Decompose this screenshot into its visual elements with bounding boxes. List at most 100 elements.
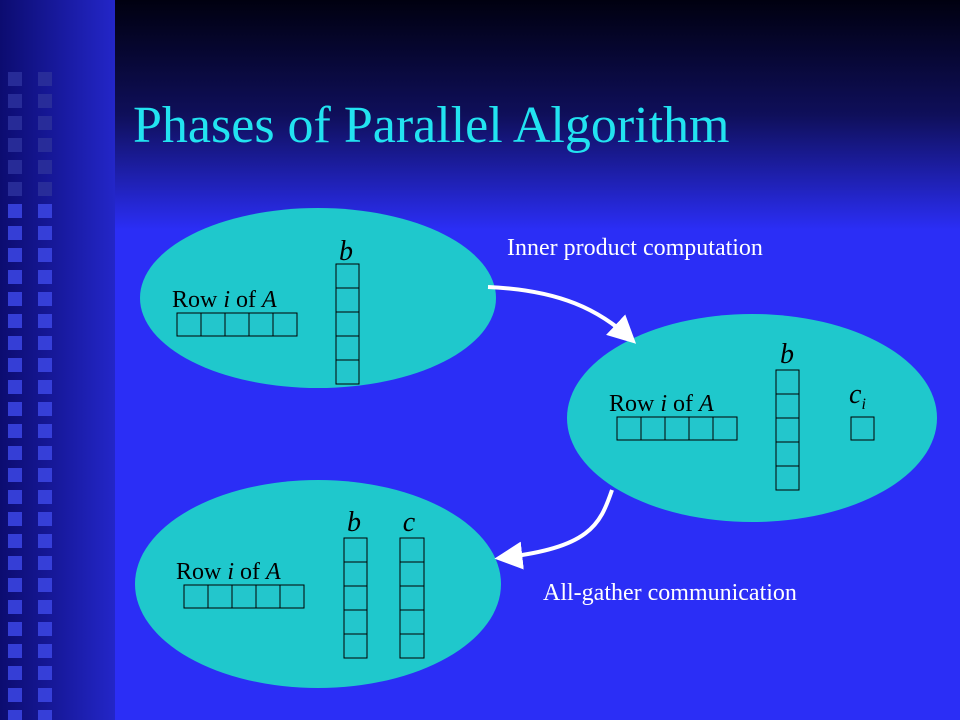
strip-square — [38, 578, 52, 592]
vector-cell — [343, 609, 368, 635]
phase-1-vector-b-cells — [335, 263, 360, 385]
strip-square — [8, 204, 22, 218]
phase-1-ellipse — [140, 208, 496, 388]
strip-square — [38, 600, 52, 614]
vector-cell — [399, 537, 425, 563]
vector-cell — [335, 335, 360, 361]
strip-square — [8, 446, 22, 460]
strip-square — [8, 160, 22, 174]
phase-2-vector-b-label: b — [780, 339, 794, 370]
strip-square — [8, 710, 22, 720]
phase-2-row-label: Row i of A — [609, 391, 714, 417]
strip-square — [8, 248, 22, 262]
row-cell — [640, 416, 666, 441]
strip-square — [38, 644, 52, 658]
vector-cell — [399, 633, 425, 659]
vector-cell — [399, 609, 425, 635]
strip-square — [8, 556, 22, 570]
phase-2-node: b Row i of A ci — [567, 314, 937, 522]
row-cell — [200, 312, 226, 337]
strip-square — [8, 226, 22, 240]
strip-square — [38, 270, 52, 284]
phase-1-vector-b-label: b — [339, 236, 353, 267]
strip-square — [38, 490, 52, 504]
row-cell — [248, 312, 274, 337]
strip-square — [8, 578, 22, 592]
phase-2-result-ci-cell — [850, 416, 875, 441]
vector-cell — [775, 465, 800, 491]
strip-square — [38, 402, 52, 416]
strip-square — [38, 534, 52, 548]
strip-square — [38, 688, 52, 702]
strip-square — [8, 424, 22, 438]
strip-square — [8, 314, 22, 328]
strip-square — [8, 644, 22, 658]
strip-square — [38, 666, 52, 680]
strip-square — [8, 94, 22, 108]
strip-square — [8, 336, 22, 350]
vector-cell — [343, 633, 368, 659]
strip-square — [38, 380, 52, 394]
strip-square — [38, 116, 52, 130]
strip-square — [38, 314, 52, 328]
strip-square — [8, 72, 22, 86]
all-gather-arrow — [494, 489, 614, 570]
strip-square — [38, 424, 52, 438]
strip-square — [38, 622, 52, 636]
strip-square — [8, 380, 22, 394]
row-cell — [279, 584, 305, 609]
row-cell — [231, 584, 257, 609]
vector-cell — [775, 441, 800, 467]
strip-square — [38, 94, 52, 108]
strip-square — [8, 622, 22, 636]
left-strip-squares — [8, 72, 52, 720]
vector-cell — [343, 561, 368, 587]
row-cell — [688, 416, 714, 441]
row-cell — [664, 416, 690, 441]
strip-square — [8, 292, 22, 306]
inner-product-label: Inner product computation — [507, 235, 763, 261]
strip-square — [38, 226, 52, 240]
row-cell — [616, 416, 642, 441]
phase-3-node: b c Row i of A — [135, 480, 501, 688]
strip-square — [38, 512, 52, 526]
strip-square — [8, 600, 22, 614]
strip-square — [38, 336, 52, 350]
phase-3-vector-b-cells — [343, 537, 368, 659]
inner-product-arrow — [487, 285, 637, 344]
strip-square — [38, 468, 52, 482]
vector-cell — [335, 263, 360, 289]
vector-cell — [335, 287, 360, 313]
strip-square — [38, 556, 52, 570]
slide-title: Phases of Parallel Algorithm — [133, 97, 730, 154]
strip-square — [38, 160, 52, 174]
strip-square — [8, 666, 22, 680]
phase-3-vector-b-label: b — [347, 507, 361, 538]
strip-square — [38, 182, 52, 196]
strip-square — [8, 270, 22, 284]
phase-2-ellipse — [567, 314, 937, 522]
phase-1-node: b Row i of A — [140, 208, 496, 388]
vector-cell — [399, 561, 425, 587]
strip-square — [8, 688, 22, 702]
row-cell — [272, 312, 298, 337]
vector-cell — [399, 585, 425, 611]
strip-square — [38, 710, 52, 720]
vector-cell — [335, 311, 360, 337]
vector-cell — [775, 393, 800, 419]
phase-1-row-cells — [176, 312, 298, 337]
strip-square — [8, 402, 22, 416]
phase-1-row-label: Row i of A — [172, 287, 277, 313]
strip-square — [38, 446, 52, 460]
vector-cell — [343, 537, 368, 563]
vector-cell — [343, 585, 368, 611]
strip-square — [38, 72, 52, 86]
all-gather-label: All-gather communication — [543, 580, 797, 606]
strip-square — [8, 490, 22, 504]
phase-2-vector-b-cells — [775, 369, 800, 491]
phase-2-row-cells — [616, 416, 738, 441]
phase-3-vector-c-cells — [399, 537, 425, 659]
vector-cell — [335, 359, 360, 385]
phase-3-row-label: Row i of A — [176, 559, 281, 585]
row-cell — [207, 584, 233, 609]
